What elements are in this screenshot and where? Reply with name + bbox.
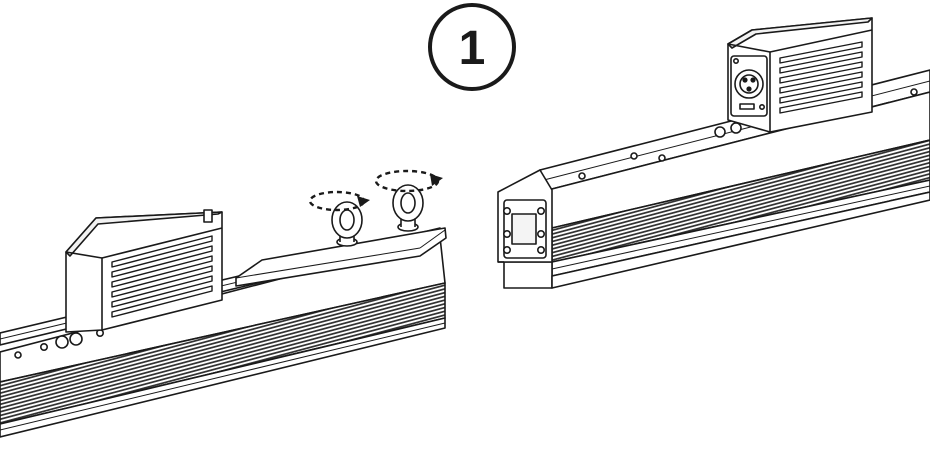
end-screw: [502, 230, 511, 239]
rail-screw-hole: [714, 126, 726, 138]
end-screw: [536, 230, 545, 239]
arrow-head-icon: [430, 174, 443, 186]
rail-screw-hole: [910, 88, 918, 96]
rail-screw-hole: [658, 154, 666, 162]
rail-screw-hole: [39, 342, 48, 351]
left-bar-bottom-lip: [0, 317, 446, 438]
arrow-head-icon: [357, 196, 370, 207]
end-screw: [536, 246, 545, 255]
end-screw: [536, 207, 545, 216]
step-number-label: 1: [459, 22, 486, 75]
end-screw: [502, 207, 511, 216]
end-screw: [502, 246, 511, 255]
left-box-vents: [111, 235, 213, 318]
rail-screw-hole: [14, 351, 22, 359]
rail-screw-hole: [730, 122, 742, 134]
left-connector-box: [65, 209, 223, 333]
step-number-badge: 1: [428, 3, 516, 91]
rail-screw-hole: [69, 332, 83, 346]
rail-screw-hole: [578, 172, 586, 180]
right-box-vents: [779, 41, 863, 114]
rail-screw-hole: [55, 335, 69, 349]
end-cap-plate: [235, 227, 447, 287]
right-connector-box: [727, 17, 873, 133]
rail-screw-hole: [630, 152, 638, 160]
eye-bolt-right: [392, 184, 424, 232]
